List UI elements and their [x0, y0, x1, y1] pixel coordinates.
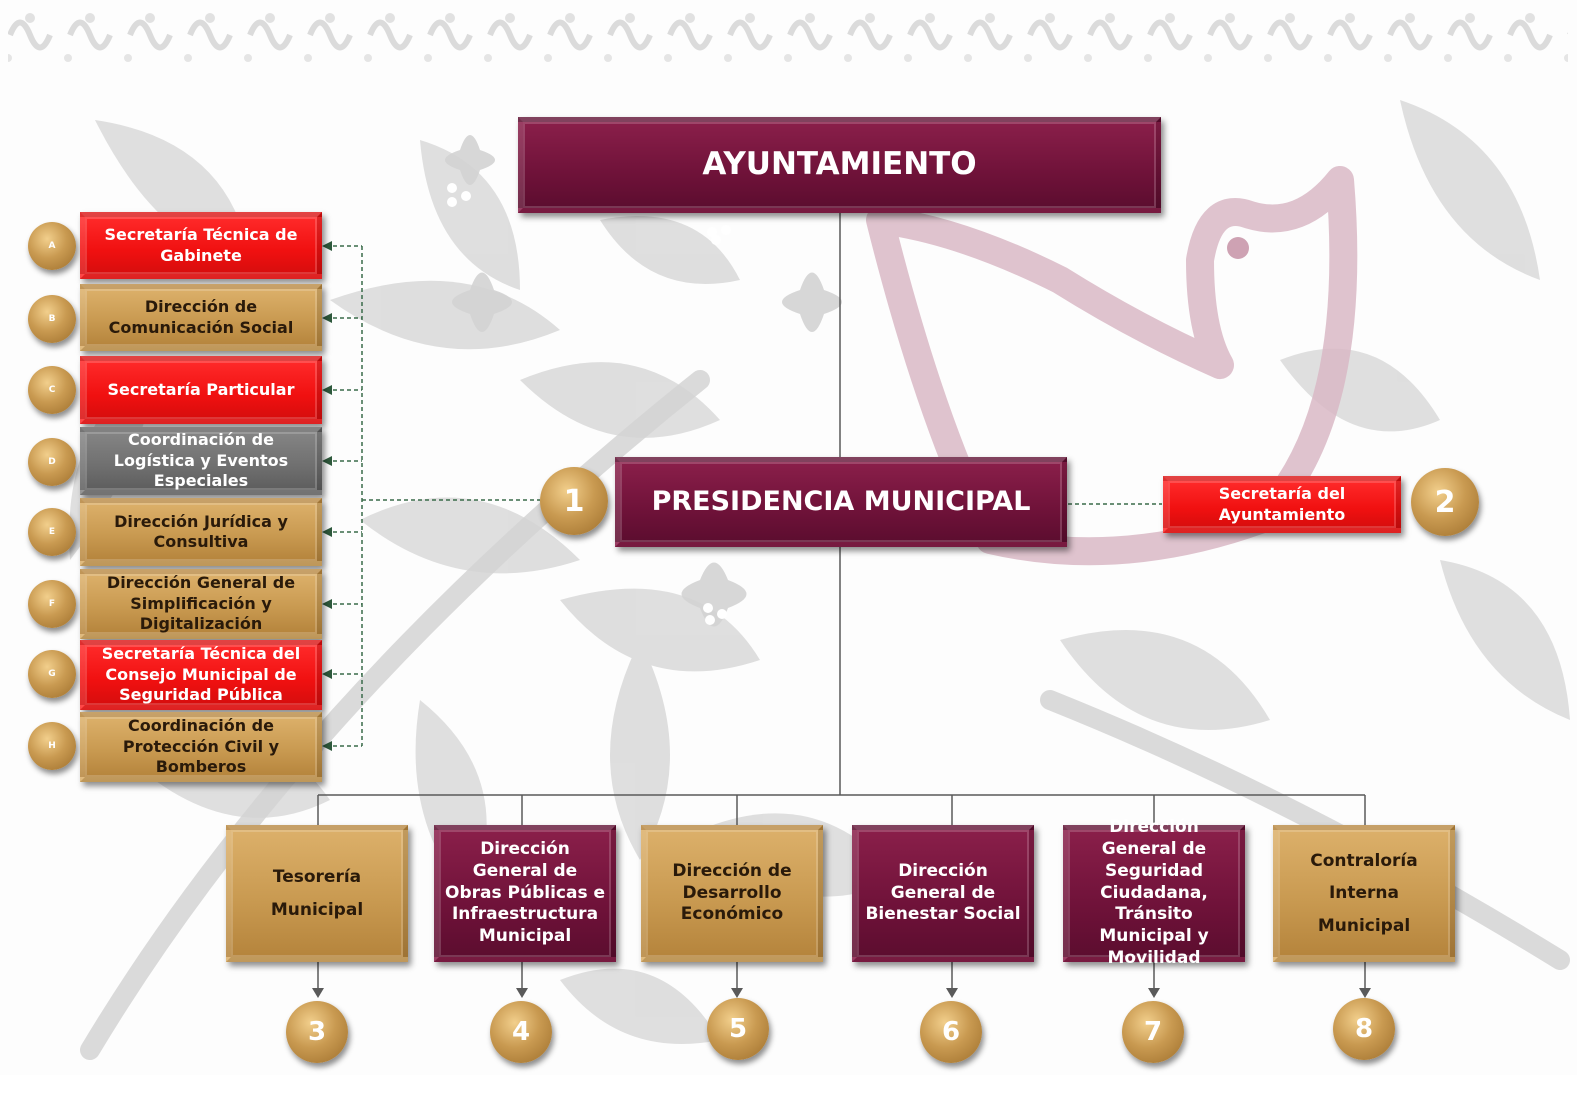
- department-number: 6: [941, 1017, 961, 1047]
- presidency-number: 1: [563, 483, 585, 519]
- department-number: 8: [1354, 1014, 1374, 1044]
- side-unit-letter: B: [48, 314, 56, 324]
- department-number-badge: 6: [920, 1001, 982, 1063]
- side-unit-badge: E: [28, 508, 76, 556]
- department-label: Contraloría Interna Municipal: [1310, 851, 1418, 936]
- side-unit-badge: C: [28, 366, 76, 414]
- side-unit-letter: A: [48, 241, 56, 251]
- side-unit-label: Dirección de Comunicación Social: [108, 297, 294, 337]
- department-box: Dirección General de Seguridad Ciudadana…: [1063, 817, 1245, 968]
- side-unit-letter: E: [48, 527, 56, 537]
- department-number: 4: [511, 1017, 531, 1047]
- side-unit-box: Dirección de Comunicación Social: [80, 284, 322, 351]
- secretaria-ayuntamiento-box: Secretaría del Ayuntamiento: [1163, 476, 1401, 533]
- side-unit-box: Secretaría Técnica del Consejo Municipal…: [80, 640, 322, 710]
- department-label: Dirección General de Obras Públicas e In…: [445, 839, 606, 947]
- department-number: 3: [307, 1017, 327, 1047]
- side-unit-badge: F: [28, 580, 76, 628]
- secretaria-ayuntamiento-number-badge: 2: [1411, 468, 1479, 536]
- side-unit-badge: B: [28, 295, 76, 343]
- side-unit-letter: G: [48, 669, 56, 679]
- side-unit-label: Coordinación de Protección Civil y Bombe…: [122, 716, 280, 777]
- side-unit-badge: G: [28, 650, 76, 698]
- ayuntamiento-title: AYUNTAMIENTO: [702, 146, 977, 183]
- side-unit-label: Dirección Jurídica y Consultiva: [114, 511, 288, 551]
- side-unit-badge: A: [28, 222, 76, 270]
- presidencia-box: PRESIDENCIA MUNICIPAL: [615, 457, 1067, 547]
- secretaria-ayuntamiento-number: 2: [1434, 484, 1456, 520]
- department-label: Dirección de Desarrollo Económico: [672, 860, 792, 925]
- side-unit-letter: F: [48, 599, 56, 609]
- department-number-badge: 3: [286, 1001, 348, 1063]
- department-box: Contraloría Interna Municipal: [1273, 825, 1455, 962]
- department-number: 7: [1143, 1017, 1163, 1047]
- side-unit-label: Secretaría Particular: [107, 379, 295, 399]
- side-unit-label: Dirección General de Simplificación y Di…: [106, 573, 296, 634]
- presidency-number-badge: 1: [540, 467, 608, 535]
- side-unit-box: Secretaría Técnica de Gabinete: [80, 212, 322, 279]
- side-unit-letter: H: [48, 741, 56, 751]
- side-unit-box: Coordinación de Logística y Eventos Espe…: [80, 427, 322, 495]
- side-unit-badge: D: [28, 438, 76, 486]
- secretaria-ayuntamiento-label: Secretaría del Ayuntamiento: [1218, 484, 1346, 524]
- side-unit-letter: D: [48, 457, 56, 467]
- department-number-badge: 8: [1333, 998, 1395, 1060]
- department-label: Dirección General de Seguridad Ciudadana…: [1099, 817, 1209, 968]
- department-label: Tesorería Municipal: [270, 867, 364, 920]
- side-unit-label: Secretaría Técnica de Gabinete: [104, 225, 298, 265]
- department-number-badge: 7: [1122, 1001, 1184, 1063]
- department-box: Dirección General de Obras Públicas e In…: [434, 825, 616, 962]
- side-unit-box: Secretaría Particular: [80, 356, 322, 424]
- side-unit-badge: H: [28, 722, 76, 770]
- department-label: Dirección General de Bienestar Social: [865, 860, 1021, 925]
- department-box: Dirección General de Bienestar Social: [852, 825, 1034, 962]
- department-box: Dirección de Desarrollo Económico: [641, 825, 823, 962]
- department-number-badge: 5: [707, 998, 769, 1060]
- side-unit-label: Coordinación de Logística y Eventos Espe…: [113, 430, 289, 491]
- presidencia-title: PRESIDENCIA MUNICIPAL: [651, 485, 1031, 517]
- side-unit-box: Dirección General de Simplificación y Di…: [80, 569, 322, 639]
- side-unit-label: Secretaría Técnica del Consejo Municipal…: [101, 644, 301, 705]
- department-number-badge: 4: [490, 1001, 552, 1063]
- ayuntamiento-box: AYUNTAMIENTO: [518, 117, 1161, 213]
- department-box: Tesorería Municipal: [226, 825, 408, 962]
- side-unit-letter: C: [48, 385, 56, 395]
- side-unit-box: Coordinación de Protección Civil y Bombe…: [80, 712, 322, 782]
- side-unit-box: Dirección Jurídica y Consultiva: [80, 498, 322, 566]
- department-number: 5: [728, 1014, 748, 1044]
